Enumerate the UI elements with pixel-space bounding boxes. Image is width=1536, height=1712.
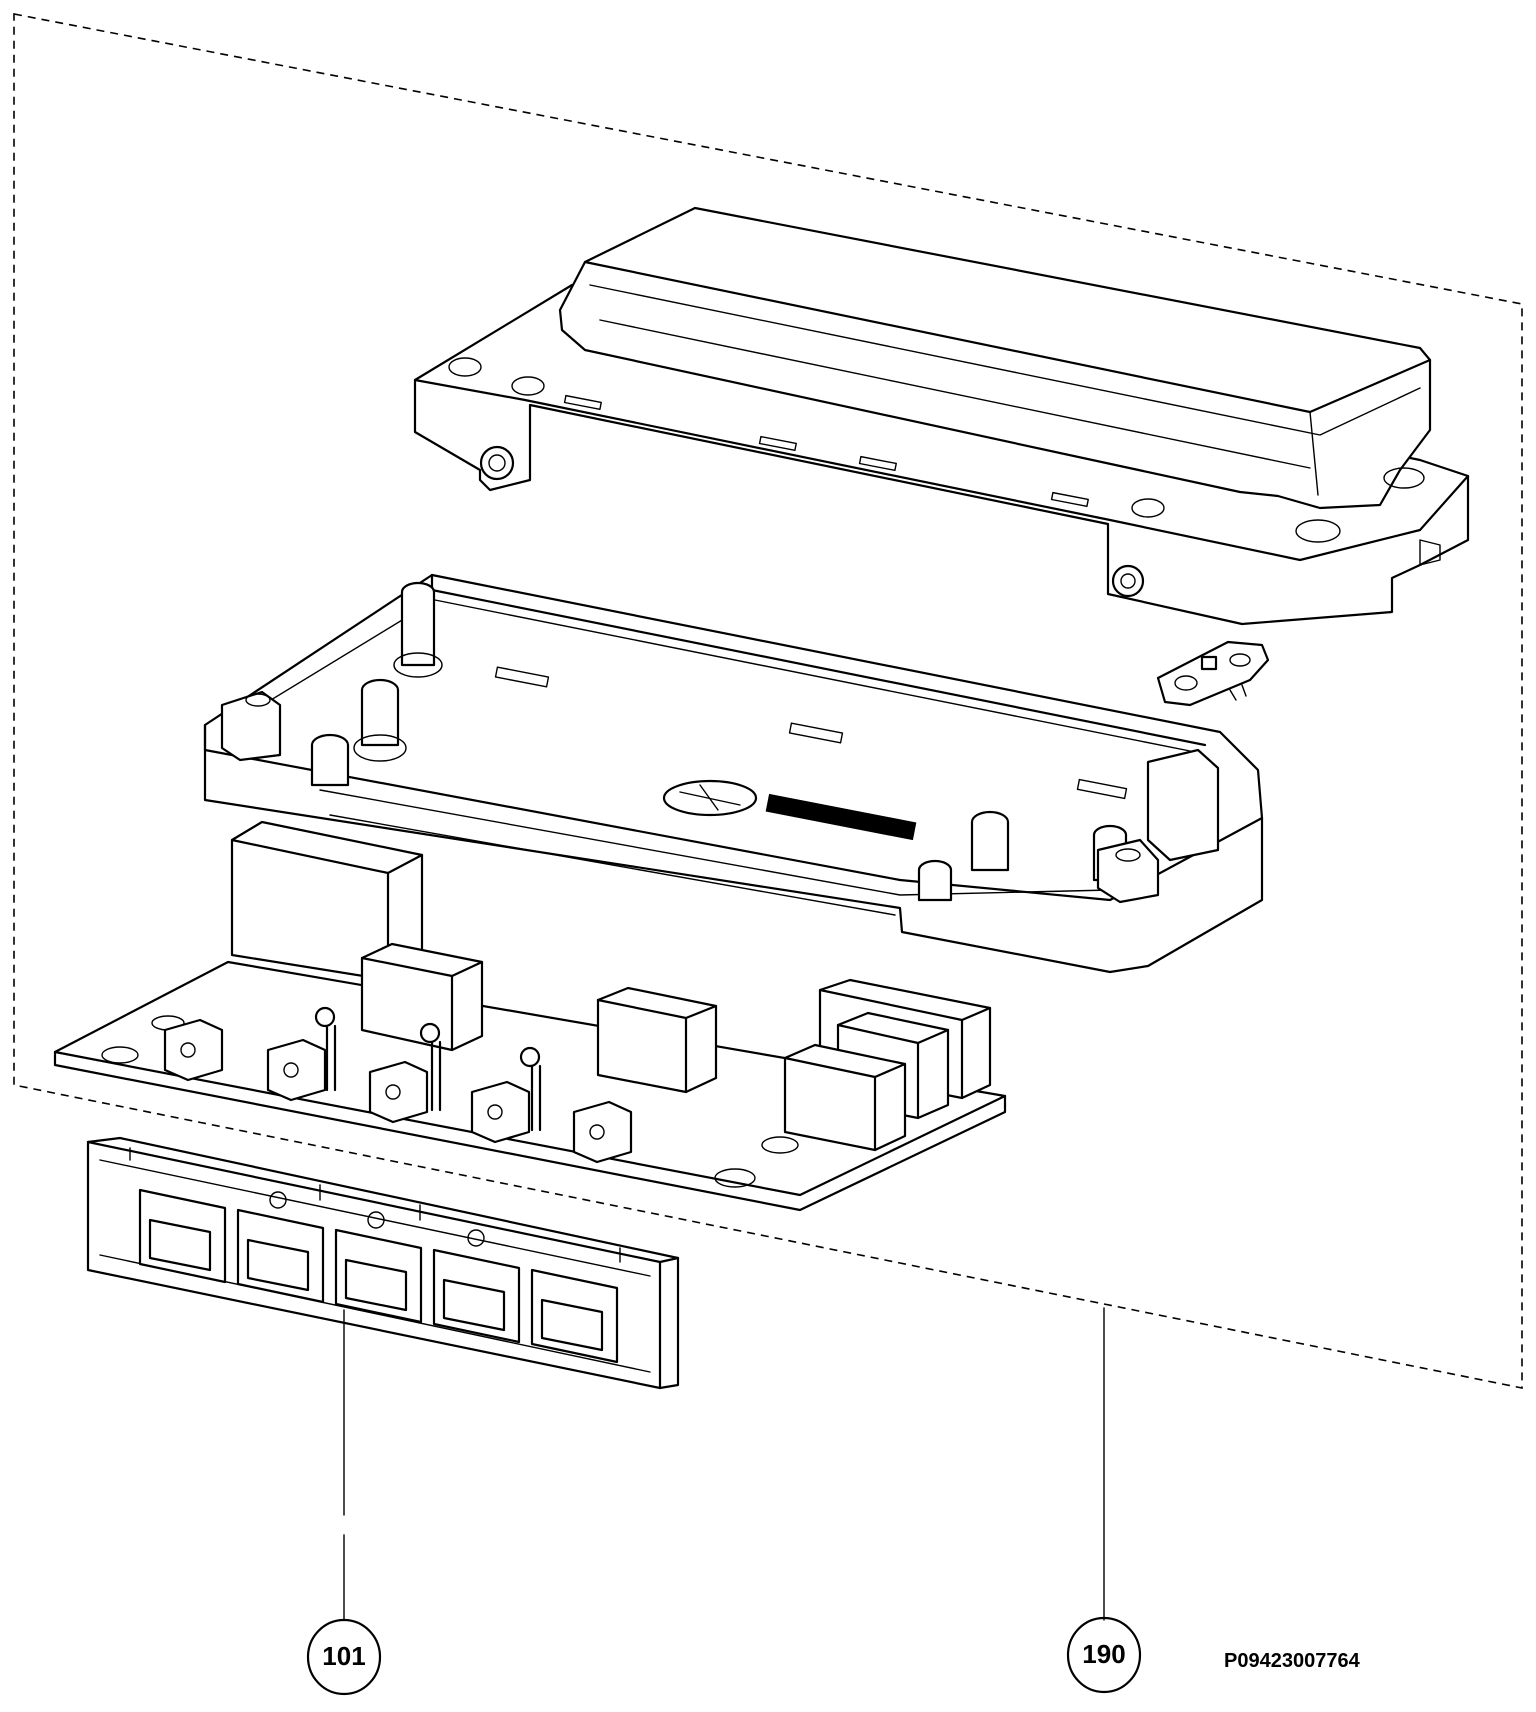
part-label-plate [765, 793, 917, 841]
callout-label-190: 190 [1082, 1639, 1126, 1669]
assembly-boundary-dashed [13, 13, 1523, 1389]
button-panel [86, 1136, 680, 1390]
transformer [230, 820, 424, 982]
lower-housing [203, 573, 1264, 974]
relay-group [783, 978, 992, 1152]
callout-circle-190 [1066, 1616, 1142, 1694]
leds [314, 1006, 542, 1132]
top-cover [413, 206, 1470, 626]
callout-circle-101 [306, 1618, 382, 1696]
tact-switches [163, 1018, 633, 1164]
relay-1 [360, 942, 484, 1052]
pcb-board [53, 820, 1007, 1212]
callout-label-101: 101 [322, 1641, 366, 1671]
button-keys [138, 1188, 619, 1364]
small-bracket [1156, 640, 1270, 707]
drawing-id: P09423007764 [1224, 1650, 1360, 1672]
relay-2 [596, 986, 718, 1094]
